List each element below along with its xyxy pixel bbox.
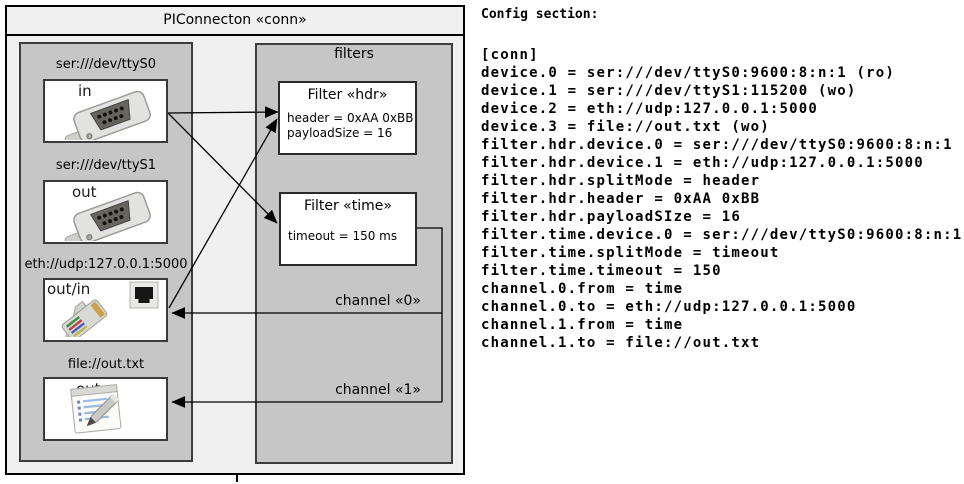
device-label-ttyS0: ser:///dev/ttyS0 xyxy=(55,57,157,72)
config-line: filter.hdr.splitMode = header xyxy=(481,173,761,189)
filter-attribute: payloadSize = 16 xyxy=(287,126,393,140)
device-box-file: out xyxy=(43,377,168,441)
ethernet-connector-icon xyxy=(61,281,159,337)
device-label-ttyS1: ser:///dev/ttyS1 xyxy=(55,158,157,173)
filter-hdr-box: Filter «hdr» header = 0xAA 0xBB payloadS… xyxy=(278,81,417,155)
config-line: filter.time.timeout = 150 xyxy=(481,263,722,279)
device-port-label: out/in xyxy=(47,280,91,298)
channel-1-label: channel «1» xyxy=(335,382,421,398)
device-port-label: out xyxy=(72,183,97,201)
pencil-icon xyxy=(86,393,120,427)
device-box-ttyS0: in xyxy=(43,79,168,143)
config-line: filter.time.device.0 = ser:///dev/ttyS0:… xyxy=(481,227,963,243)
config-line: [conn] xyxy=(481,47,539,63)
config-line: channel.1.from = time xyxy=(481,317,684,333)
config-lines: [conn] device.0 = ser:///dev/ttyS0:9600:8… xyxy=(481,46,962,352)
filter-hdr-title: Filter «hdr» xyxy=(307,87,388,103)
config-line: channel.0.to = eth://udp:127.0.0.1:5000 xyxy=(481,299,857,315)
device-port-label: in xyxy=(78,82,92,100)
config-line: device.3 = file://out.txt (wo) xyxy=(481,119,770,135)
filter-attribute: header = 0xAA 0xBB xyxy=(287,111,414,125)
config-line: filter.hdr.device.1 = eth://udp:127.0.0.… xyxy=(481,155,924,171)
config-line: device.2 = eth://udp:127.0.0.1:5000 xyxy=(481,101,819,117)
filter-attribute: timeout = 150 ms xyxy=(288,229,398,243)
device-label-file: file://out.txt xyxy=(67,357,145,372)
config-line: filter.hdr.device.0 = ser:///dev/ttyS0:9… xyxy=(481,137,953,153)
diagram-title: PIConnecton «conn» xyxy=(7,7,463,36)
device-label-eth: eth://udp:127.0.0.1:5000 xyxy=(24,257,188,272)
filter-hdr-attributes: header = 0xAA 0xBB payloadSize = 16 xyxy=(287,111,415,141)
filters-group-label: filters xyxy=(334,46,374,62)
channel-0-label: channel «0» xyxy=(335,293,421,309)
serial-connector-icon xyxy=(64,191,151,241)
config-line: channel.0.from = time xyxy=(481,281,684,297)
config-line: filter.hdr.payloadSIze = 16 xyxy=(481,209,741,225)
filter-time-attributes: timeout = 150 ms xyxy=(288,229,415,244)
config-line: filter.hdr.header = 0xAA 0xBB xyxy=(481,191,761,207)
config-line: device.0 = ser:///dev/ttyS0:9600:8:n:1 (… xyxy=(481,65,896,81)
filters-group: filters Filter «hdr» header = 0xAA 0xBB … xyxy=(255,43,453,464)
serial-connector-icon xyxy=(64,90,151,140)
connection-diagram: PIConnecton «conn» ser:///dev/ttyS0 in xyxy=(5,5,465,475)
config-line: filter.time.splitMode = timeout xyxy=(481,245,780,261)
filter-time-title: Filter «time» xyxy=(304,198,392,214)
config-heading: Config section: xyxy=(481,7,599,22)
config-line: channel.1.to = file://out.txt xyxy=(481,335,761,351)
file-document-icon xyxy=(70,384,122,434)
config-panel: Config section: [conn] device.0 = ser:///… xyxy=(481,7,961,351)
device-box-eth: out/in xyxy=(43,278,168,342)
devices-group: ser:///dev/ttyS0 in xyxy=(19,42,193,462)
config-line: device.1 = ser:///dev/ttyS1:115200 (wo) xyxy=(481,83,857,99)
filter-time-box: Filter «time» timeout = 150 ms xyxy=(279,192,417,266)
device-box-ttyS1: out xyxy=(43,180,168,244)
